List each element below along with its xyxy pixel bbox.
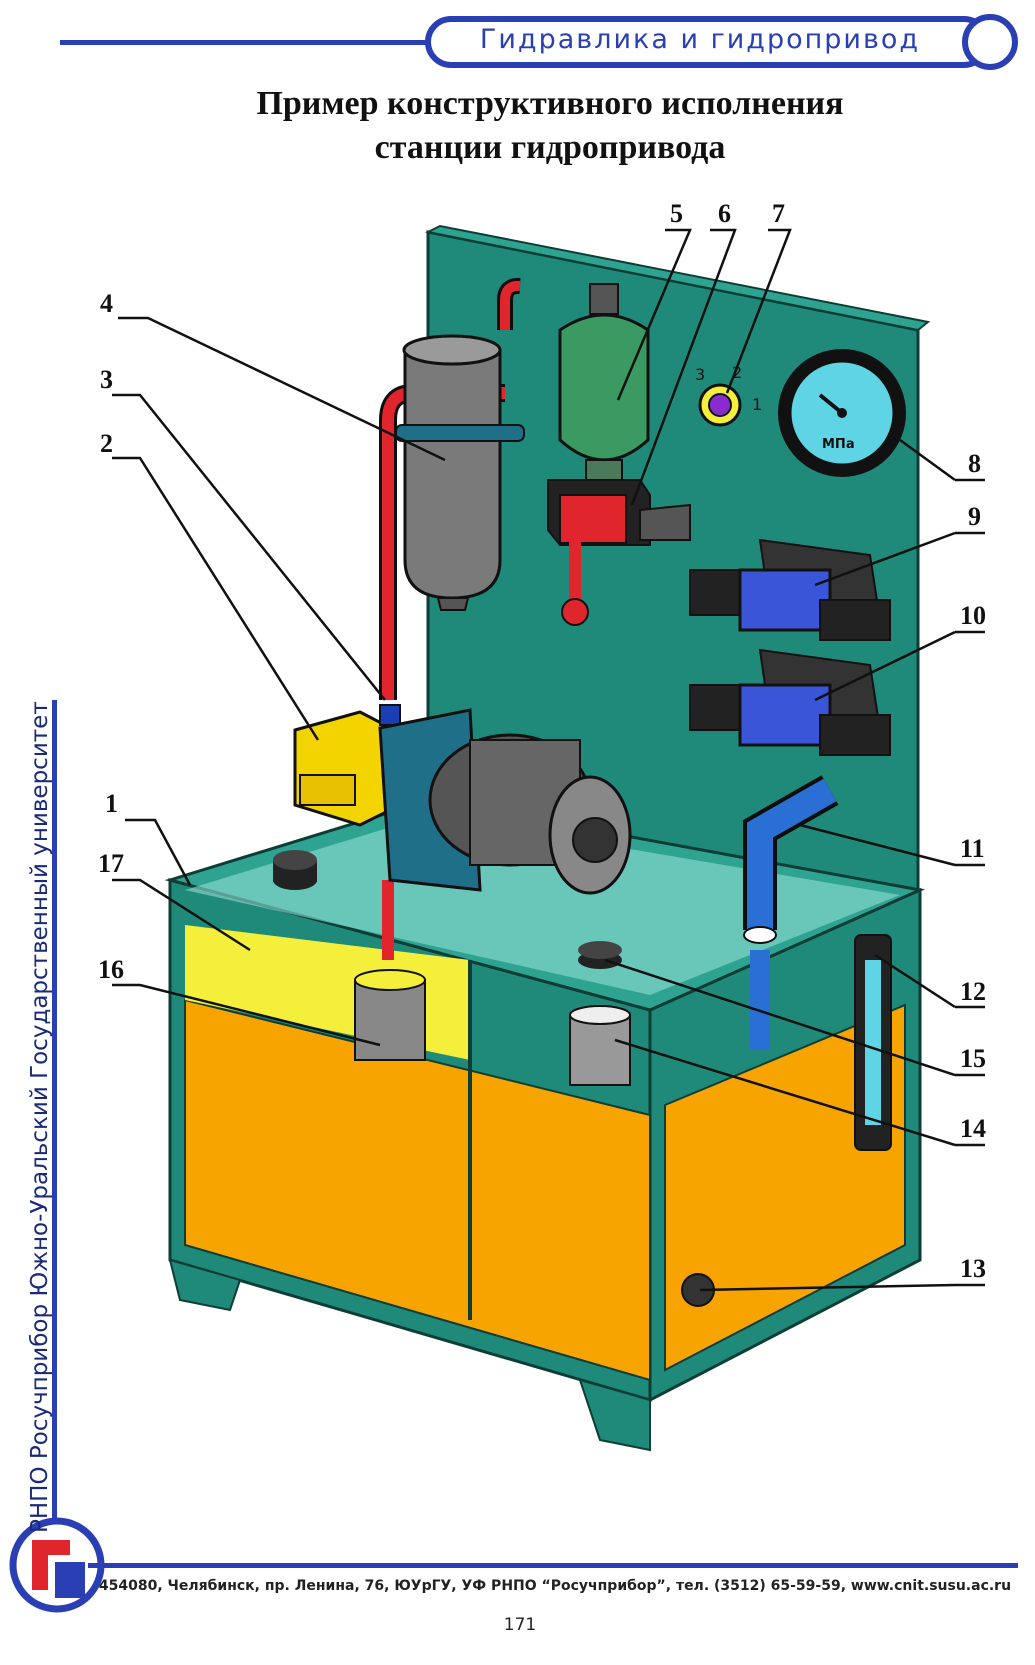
title-line-2: станции гидропривода bbox=[374, 129, 726, 166]
callout-13: 13 bbox=[960, 1254, 986, 1283]
callout-11: 11 bbox=[960, 834, 985, 863]
knob-position-3: 3 bbox=[695, 365, 705, 384]
footer-address: 454080, Челябинск, пр. Ленина, 76, ЮУрГУ… bbox=[98, 1578, 1012, 1594]
gauge-unit: МПа bbox=[822, 437, 855, 452]
callout-16: 16 bbox=[98, 955, 124, 984]
page-title: Пример конструктивного исполнения станци… bbox=[170, 82, 930, 170]
directional-valve-lower bbox=[689, 648, 891, 756]
knob-position-2: 2 bbox=[732, 363, 742, 382]
section-title: Гидравлика и гидропривод bbox=[479, 24, 921, 55]
page-number: 171 bbox=[503, 1615, 537, 1635]
side-rule bbox=[52, 700, 57, 1520]
callout-8: 8 bbox=[968, 449, 981, 478]
directional-valve-upper bbox=[689, 538, 891, 641]
callout-5: 5 bbox=[670, 199, 683, 228]
shutoff-valve bbox=[547, 479, 691, 626]
header-banner bbox=[425, 16, 990, 68]
oil-tank bbox=[164, 798, 926, 1452]
electric-motor bbox=[378, 708, 632, 895]
callout-7: 7 bbox=[772, 199, 785, 228]
gauge-selector-knob: 1 2 3 bbox=[695, 363, 762, 427]
callout-6: 6 bbox=[718, 199, 731, 228]
filler-cap bbox=[273, 850, 317, 890]
pressure-filter bbox=[395, 334, 525, 611]
callout-3: 3 bbox=[100, 365, 113, 394]
callout-12: 12 bbox=[960, 977, 986, 1006]
side-publisher-text: РНПО Росучприбор Южно-Уральский Государс… bbox=[27, 701, 53, 1533]
header-rule bbox=[60, 40, 430, 45]
breather-cap bbox=[578, 941, 622, 969]
title-line-1: Пример конструктивного исполнения bbox=[256, 85, 844, 122]
hydraulic-accumulator bbox=[558, 283, 650, 481]
callout-9: 9 bbox=[968, 502, 981, 531]
footer-rule bbox=[88, 1563, 1018, 1568]
callout-17: 17 bbox=[98, 849, 124, 878]
pressure-gauge: МПа bbox=[778, 349, 906, 477]
callout-15: 15 bbox=[960, 1044, 986, 1073]
callout-labels: 1 2 3 4 5 6 7 8 9 10 11 12 13 14 15 16 1… bbox=[98, 199, 986, 1283]
return-pipe bbox=[743, 775, 839, 1050]
callout-lines bbox=[112, 228, 985, 1292]
callout-4: 4 bbox=[100, 289, 113, 318]
callout-10: 10 bbox=[960, 601, 986, 630]
callout-1: 1 bbox=[105, 789, 118, 818]
callout-2: 2 bbox=[100, 429, 113, 458]
knob-position-1: 1 bbox=[752, 395, 762, 414]
header-circle-icon bbox=[962, 14, 1018, 70]
callout-14: 14 bbox=[960, 1114, 986, 1143]
return-filter bbox=[569, 1005, 631, 1086]
suction-strainer bbox=[354, 880, 426, 1061]
